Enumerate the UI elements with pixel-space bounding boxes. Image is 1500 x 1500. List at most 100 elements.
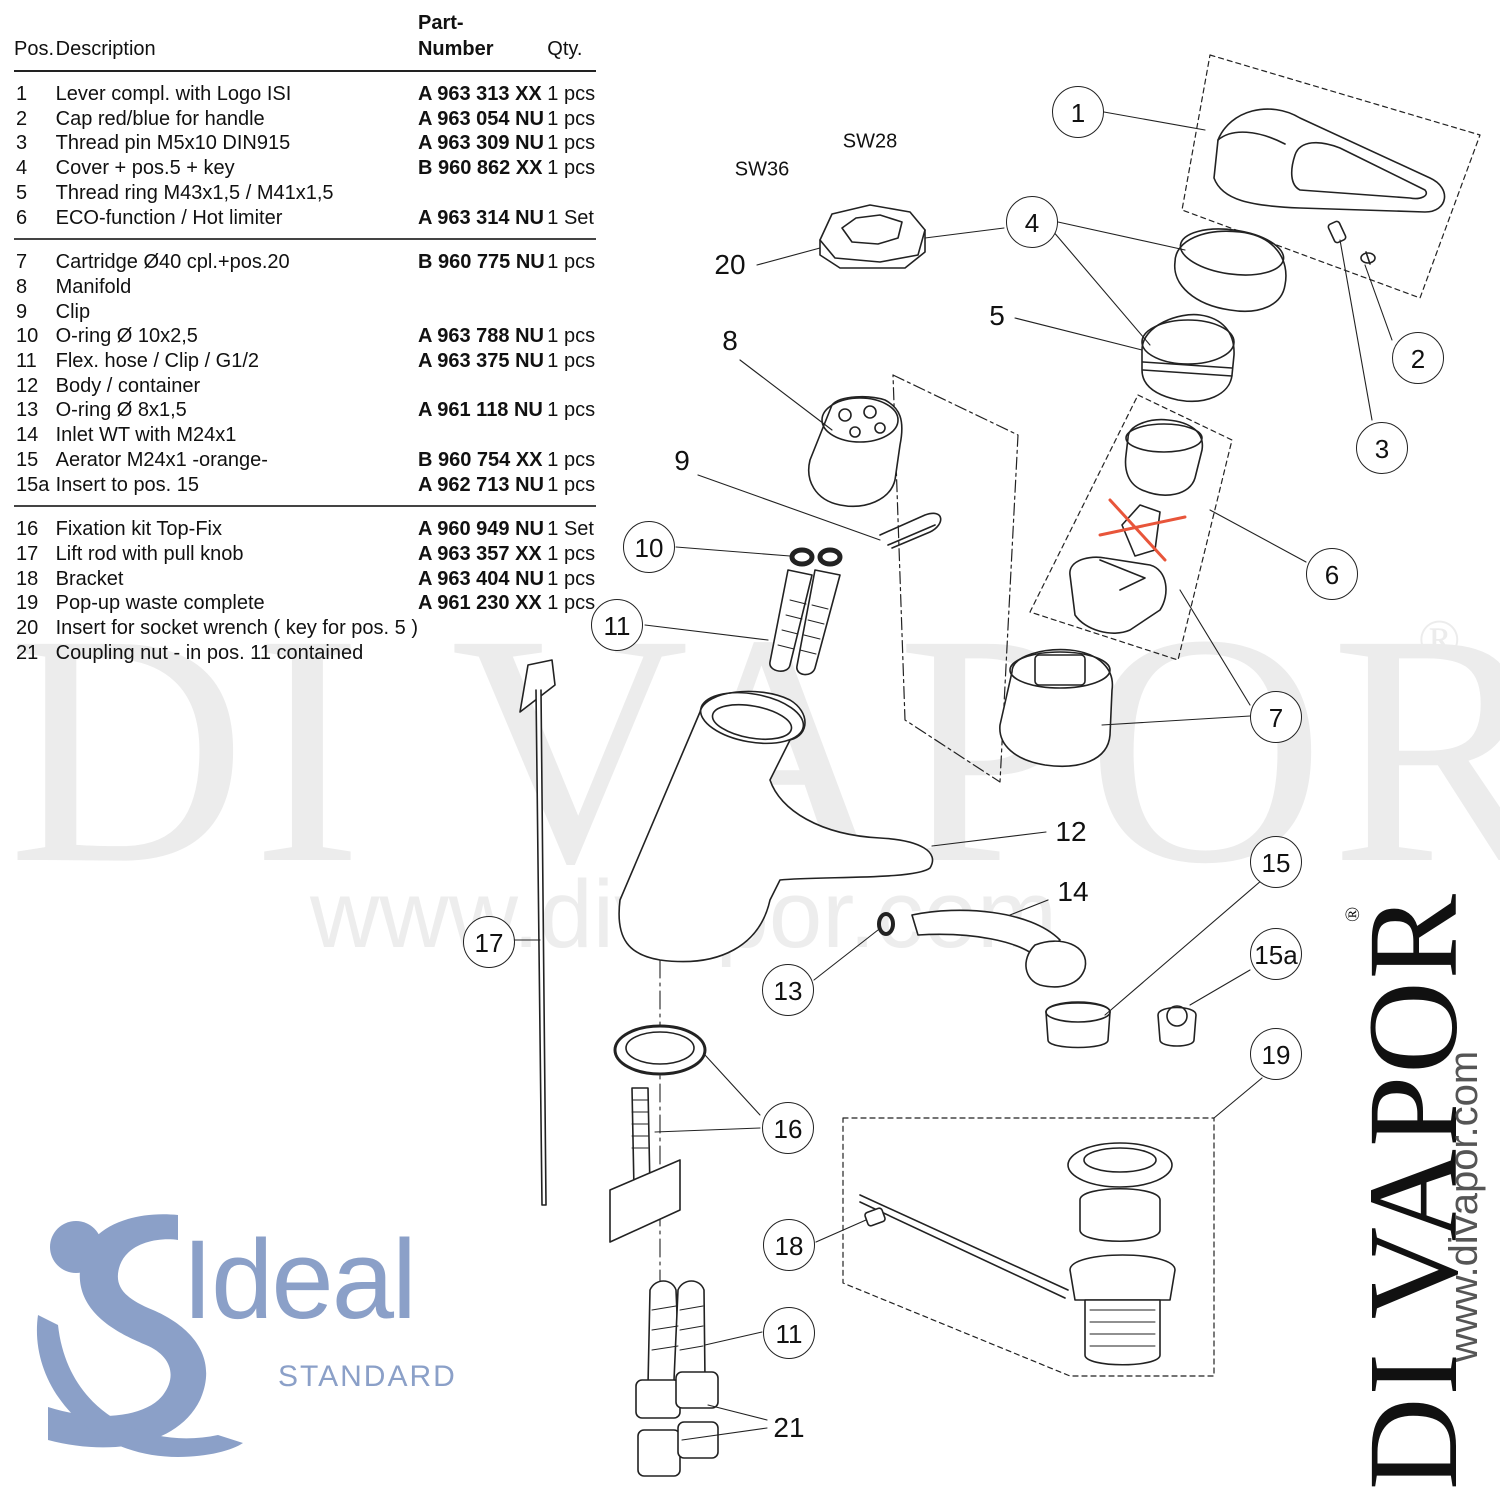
cartridge-part	[999, 648, 1114, 767]
callout-14: 14	[1057, 876, 1089, 907]
cell-pos: 16	[16, 518, 39, 541]
callout-15: 15	[1250, 836, 1302, 888]
flex-hose-lower-part	[647, 1280, 706, 1386]
cell-part-number: A 963 788 NU	[417, 325, 544, 348]
callout-18: 18	[763, 1219, 815, 1271]
callout-19: 19	[1250, 1028, 1302, 1080]
cell-qty: 1 pcs	[547, 107, 596, 130]
parts-table-header: Pos. Description Part-Number Qty.	[14, 10, 596, 72]
cell-qty: 1 pcs	[547, 350, 596, 373]
cell-description: Lift rod with pull knob	[55, 542, 244, 565]
lever-part	[1213, 108, 1446, 213]
cell-pos: 1	[16, 83, 28, 105]
cell-pos: 18	[16, 567, 39, 590]
fixation-kit-part	[609, 1024, 707, 1243]
logo-wordmark: Ideal	[182, 1217, 417, 1342]
cell-pos: 21	[16, 641, 39, 664]
cell-pos: 12	[16, 374, 39, 397]
callout-3: 3	[1356, 422, 1408, 474]
callout-16: 16	[762, 1102, 814, 1154]
cell-part-number: A 963 375 NU	[417, 350, 544, 373]
callout-9: 9	[674, 445, 690, 476]
header-part-number-line2: Number	[417, 38, 494, 60]
cell-part-number: A 963 054 NU	[417, 107, 544, 130]
cell-description: Cover + pos.5 + key	[55, 157, 235, 180]
callout-6: 6	[1306, 548, 1358, 600]
cell-qty: 1 pcs	[547, 83, 596, 105]
cell-part-number: A 963 357 XX	[417, 542, 542, 565]
cell-qty: 1 pcs	[547, 132, 596, 155]
cell-description: Body / container	[55, 374, 201, 397]
cell-pos: 15a	[14, 472, 56, 508]
callout-20: 20	[714, 249, 746, 280]
cell-pos: 11	[16, 350, 37, 373]
side-registered-mark: ®	[1342, 906, 1364, 922]
cell-qty: 1 pcs	[547, 472, 596, 508]
cell-description: Flex. hose / Clip / G1/2	[55, 350, 260, 373]
callout-7: 7	[1250, 691, 1302, 743]
cell-qty: 1 pcs	[547, 448, 596, 471]
cell-pos: 4	[16, 157, 28, 180]
cell-pos: 3	[16, 132, 28, 155]
callout-1: 1	[1052, 86, 1104, 138]
header-part-number-line1: Part-	[417, 12, 464, 34]
cell-pos: 13	[16, 399, 39, 422]
tap-body-part	[618, 690, 934, 963]
cell-qty: 1 Set	[547, 205, 596, 241]
cell-part-number: B 960 775 NU	[417, 251, 545, 274]
cell-pos: 5	[16, 181, 28, 204]
callout-21: 21	[773, 1412, 805, 1443]
popup-waste-part	[1067, 1142, 1176, 1366]
cell-description: Cap red/blue for handle	[55, 107, 265, 130]
cell-description: O-ring Ø 10x2,5	[55, 325, 198, 348]
cell-description: Coupling nut - in pos. 11 contained	[55, 641, 364, 664]
cell-description: Fixation kit Top-Fix	[55, 518, 222, 541]
cell-pos: 14	[16, 424, 39, 447]
group-box-lever	[1181, 54, 1481, 299]
cell-description: Lever compl. with Logo ISI	[55, 83, 292, 105]
callout-10: 10	[623, 521, 675, 573]
header-qty: Qty.	[547, 10, 596, 72]
cell-description: Cartridge Ø40 cpl.+pos.20	[55, 251, 290, 274]
cell-description: Pop-up waste complete	[55, 592, 265, 615]
label-sw28: SW28	[842, 130, 898, 153]
cell-qty: 1 pcs	[547, 157, 596, 180]
cell-qty: 1 pcs	[547, 399, 596, 422]
header-description: Description	[55, 10, 418, 72]
side-url-text: www.divapor.com	[1442, 1050, 1486, 1362]
o-ring-small-part	[877, 912, 895, 936]
cell-qty: 1 pcs	[547, 542, 596, 565]
parts-row: 12 Body / container	[14, 374, 596, 399]
flex-hose-upper-part	[769, 569, 841, 676]
cell-part-number: A 961 230 XX	[417, 592, 542, 615]
group-box-eco	[1029, 394, 1233, 661]
cell-description: Insert to pos. 15	[55, 472, 418, 508]
header-part-number: Part- Number	[417, 10, 548, 72]
logo-subtitle: STANDARD	[278, 1360, 457, 1393]
aerator-part	[1045, 1001, 1111, 1049]
cell-part-number: A 962 713 NU	[417, 472, 548, 508]
callout-12: 12	[1055, 816, 1087, 847]
thread-ring-part	[1141, 313, 1235, 402]
cell-description: Thread pin M5x10 DIN915	[55, 132, 291, 155]
coupling-nut-part	[635, 1371, 719, 1477]
cell-part-number: A 960 949 NU	[417, 518, 544, 541]
group-box-cartridge	[892, 374, 1019, 783]
